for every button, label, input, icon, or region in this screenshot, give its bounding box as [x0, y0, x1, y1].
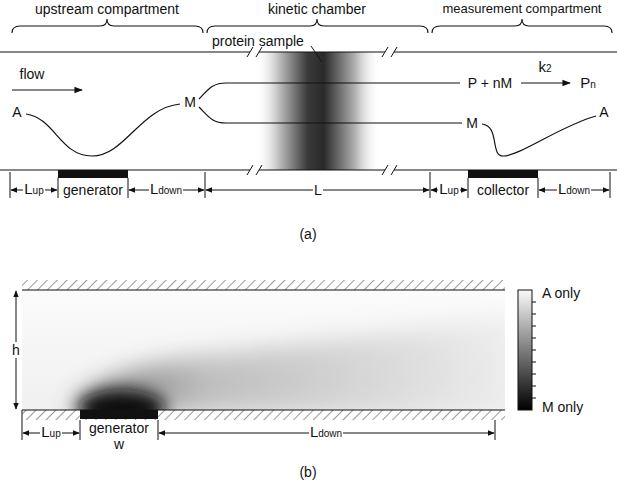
compartment-label: upstream compartment: [34, 1, 180, 17]
species-label: Pn: [579, 75, 597, 93]
tick: [610, 172, 611, 198]
dimension-label: h: [11, 342, 21, 358]
dimension-label: w: [113, 436, 125, 452]
reaction-arrow: [521, 82, 570, 83]
generator-electrode: [80, 410, 158, 419]
species-label: M: [183, 94, 197, 110]
brace: [432, 19, 612, 33]
dimension-label: L: [313, 182, 323, 198]
dimension-label: Lup: [438, 181, 459, 199]
channel-walls: [22, 290, 505, 410]
tick: [22, 410, 23, 440]
break-stroke: [382, 165, 388, 175]
species-curve: [199, 107, 462, 123]
dimension-ticks: [10, 172, 610, 198]
compartment-braces: [12, 19, 612, 33]
tick: [58, 178, 59, 198]
flow-label: flow: [19, 66, 46, 82]
compartment-label: measurement compartment: [442, 1, 603, 17]
electrode-label: generator: [88, 420, 150, 436]
brace: [207, 19, 428, 33]
electrode-label: generator: [62, 182, 124, 198]
species-label: A: [11, 104, 22, 120]
flow-arrow: [12, 89, 82, 90]
tick: [128, 178, 129, 198]
break-stroke: [391, 165, 397, 175]
wall-hatching: [22, 280, 505, 290]
dimension-label: Ldown: [149, 181, 183, 199]
species-label: A: [598, 104, 609, 120]
tick: [10, 172, 11, 198]
species-curve: [26, 104, 180, 156]
top-wall: [22, 289, 505, 290]
colorbar-label: A only: [541, 285, 581, 301]
channel-walls: [0, 52, 617, 170]
colorbar-ticks: [532, 302, 536, 398]
panel-label: (b): [298, 464, 317, 480]
break-stroke: [391, 47, 397, 57]
species-paths: [26, 83, 596, 156]
protein-band: [255, 52, 380, 170]
electrode-label: collector: [476, 182, 530, 198]
tick: [158, 420, 159, 440]
leader-line: [311, 46, 322, 62]
break-marks: [247, 47, 397, 175]
panel-label: (a): [298, 226, 317, 242]
tick: [430, 172, 431, 198]
generator-electrode: [58, 170, 128, 178]
compartment-label: kinetic chamber: [267, 1, 367, 17]
species-label: P + nM: [467, 75, 514, 91]
tick: [205, 172, 206, 198]
wall-hatching: [22, 410, 505, 420]
tick: [495, 420, 496, 440]
sample-label: protein sample: [211, 33, 305, 49]
tick: [468, 178, 469, 198]
break-stroke: [382, 47, 388, 57]
break-stroke: [256, 165, 262, 175]
plume-core: [78, 390, 166, 410]
colorbar-label: M only: [541, 399, 584, 415]
dimension-label: Lup: [23, 181, 44, 199]
rate-constant: k2: [537, 59, 552, 77]
tick: [80, 420, 81, 440]
break-stroke: [247, 165, 253, 175]
dimension-label: Lup: [40, 424, 61, 442]
species-curve: [199, 83, 460, 99]
species-label: M: [465, 115, 479, 131]
concentration-field: [22, 290, 505, 410]
dimension-label: Ldown: [309, 424, 343, 442]
species-curve: [482, 116, 596, 156]
colorbar: [518, 290, 532, 410]
collector-electrode: [468, 170, 538, 178]
brace: [12, 19, 203, 33]
dimension-ticks: [22, 410, 495, 440]
tick: [538, 178, 539, 198]
top-wall: [0, 51, 617, 52]
dimension-label: Ldown: [557, 181, 591, 199]
